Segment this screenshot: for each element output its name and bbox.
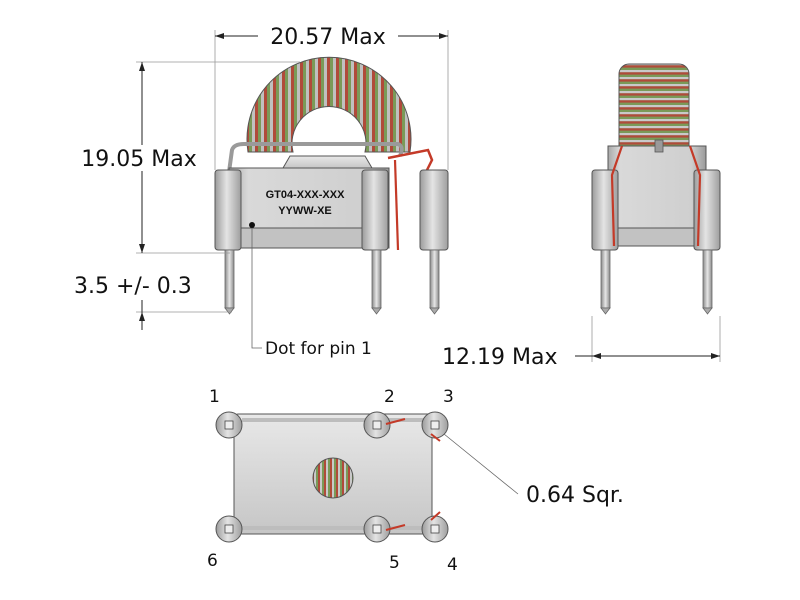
toroid-coil (246, 56, 412, 153)
pad-4 (421, 515, 449, 543)
right-lead-wire (387, 148, 434, 173)
marking-line2: YYWW-XE (278, 205, 332, 217)
right-side-wire (393, 159, 400, 251)
side-view (591, 63, 721, 315)
side-pin-left (600, 249, 611, 309)
top-wire (227, 142, 404, 173)
pin-label-3: 3 (443, 387, 454, 407)
pad-3 (421, 411, 449, 439)
front-pin-middle (371, 249, 382, 309)
marking-line1: GT04-XXX-XXX (266, 189, 346, 201)
front-pin-right (429, 249, 440, 309)
pin-size-label: 0.64 Sqr. (526, 483, 624, 508)
dot-callout: Dot for pin 1 (251, 228, 372, 359)
pin-size-callout: 0.64 Sqr. (443, 433, 624, 508)
pin1-dot (249, 222, 255, 228)
pin-length-label: 3.5 +/- 0.3 (74, 274, 192, 299)
body-notch (282, 155, 373, 169)
width-label: 20.57 Max (270, 25, 385, 50)
pin-label-4: 4 (447, 555, 458, 575)
pin-label-2: 2 (384, 387, 395, 407)
dot-note: Dot for pin 1 (265, 339, 372, 359)
pin-label-1: 1 (209, 387, 220, 407)
right-post (419, 169, 449, 251)
pin-label-5: 5 (389, 553, 400, 573)
pad-2 (363, 411, 391, 439)
left-post (214, 169, 242, 251)
bottom-wire-stubs (385, 418, 441, 531)
pad-1 (215, 411, 243, 439)
pad-6 (215, 515, 243, 543)
bottom-view (215, 411, 449, 543)
side-pin-right (702, 249, 713, 309)
side-wire-right (688, 145, 702, 247)
height-dimension: 19.05 Max (72, 61, 300, 254)
core-window (312, 457, 354, 499)
front-pin-left (224, 249, 235, 309)
pin-label-6: 6 (207, 551, 218, 571)
height-label: 19.05 Max (81, 147, 196, 172)
front-view: GT04-XXX-XXX YYWW-XE (214, 56, 449, 315)
width-dimension: 20.57 Max (214, 22, 449, 170)
depth-dimension: 12.19 Max (442, 316, 721, 370)
pin-length-dimension: 3.5 +/- 0.3 (74, 274, 232, 330)
middle-post (361, 169, 389, 251)
depth-label: 12.19 Max (442, 345, 557, 370)
side-wire-left (610, 145, 624, 247)
